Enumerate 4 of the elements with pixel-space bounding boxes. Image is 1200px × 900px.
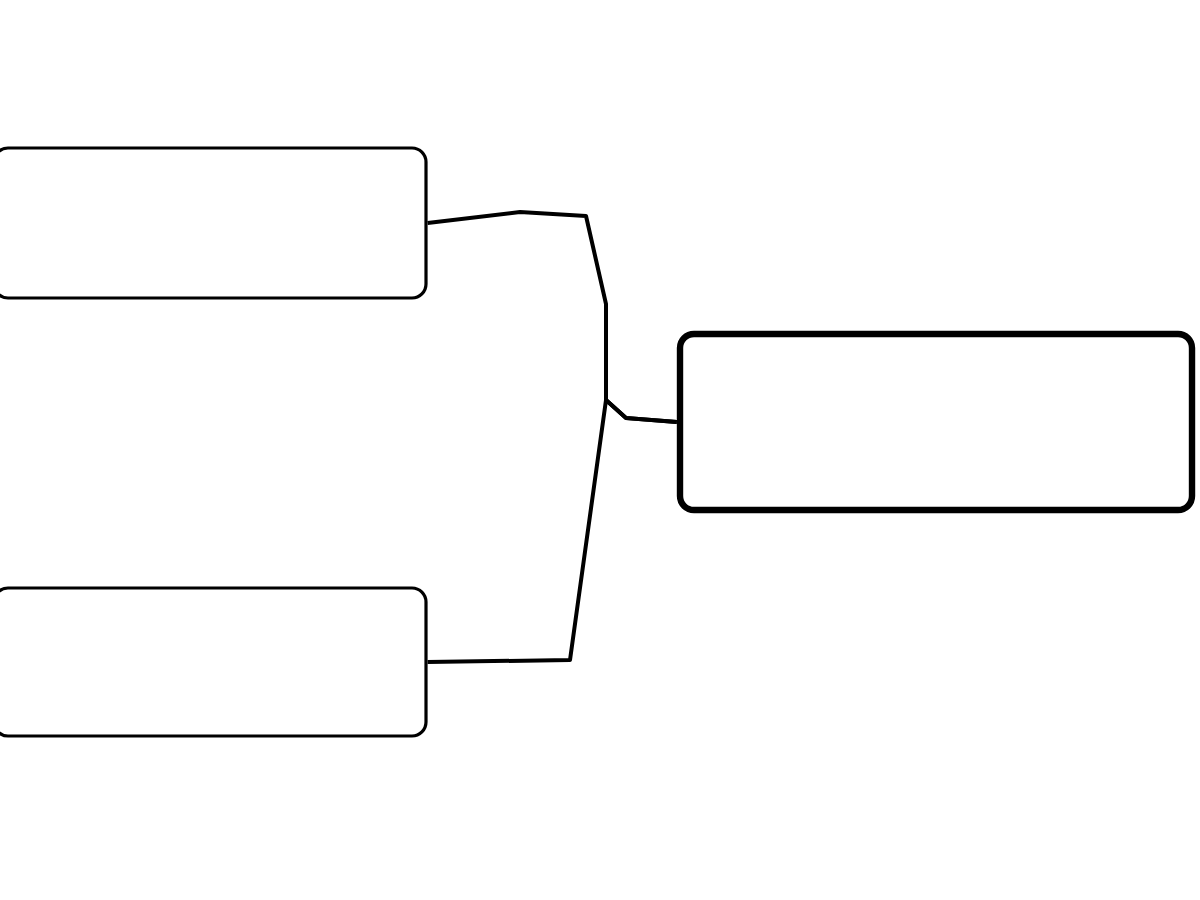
empty-box	[0, 586, 428, 738]
empty-box	[0, 146, 428, 300]
empty-box	[676, 330, 1196, 514]
bracket-line	[427, 398, 677, 664]
